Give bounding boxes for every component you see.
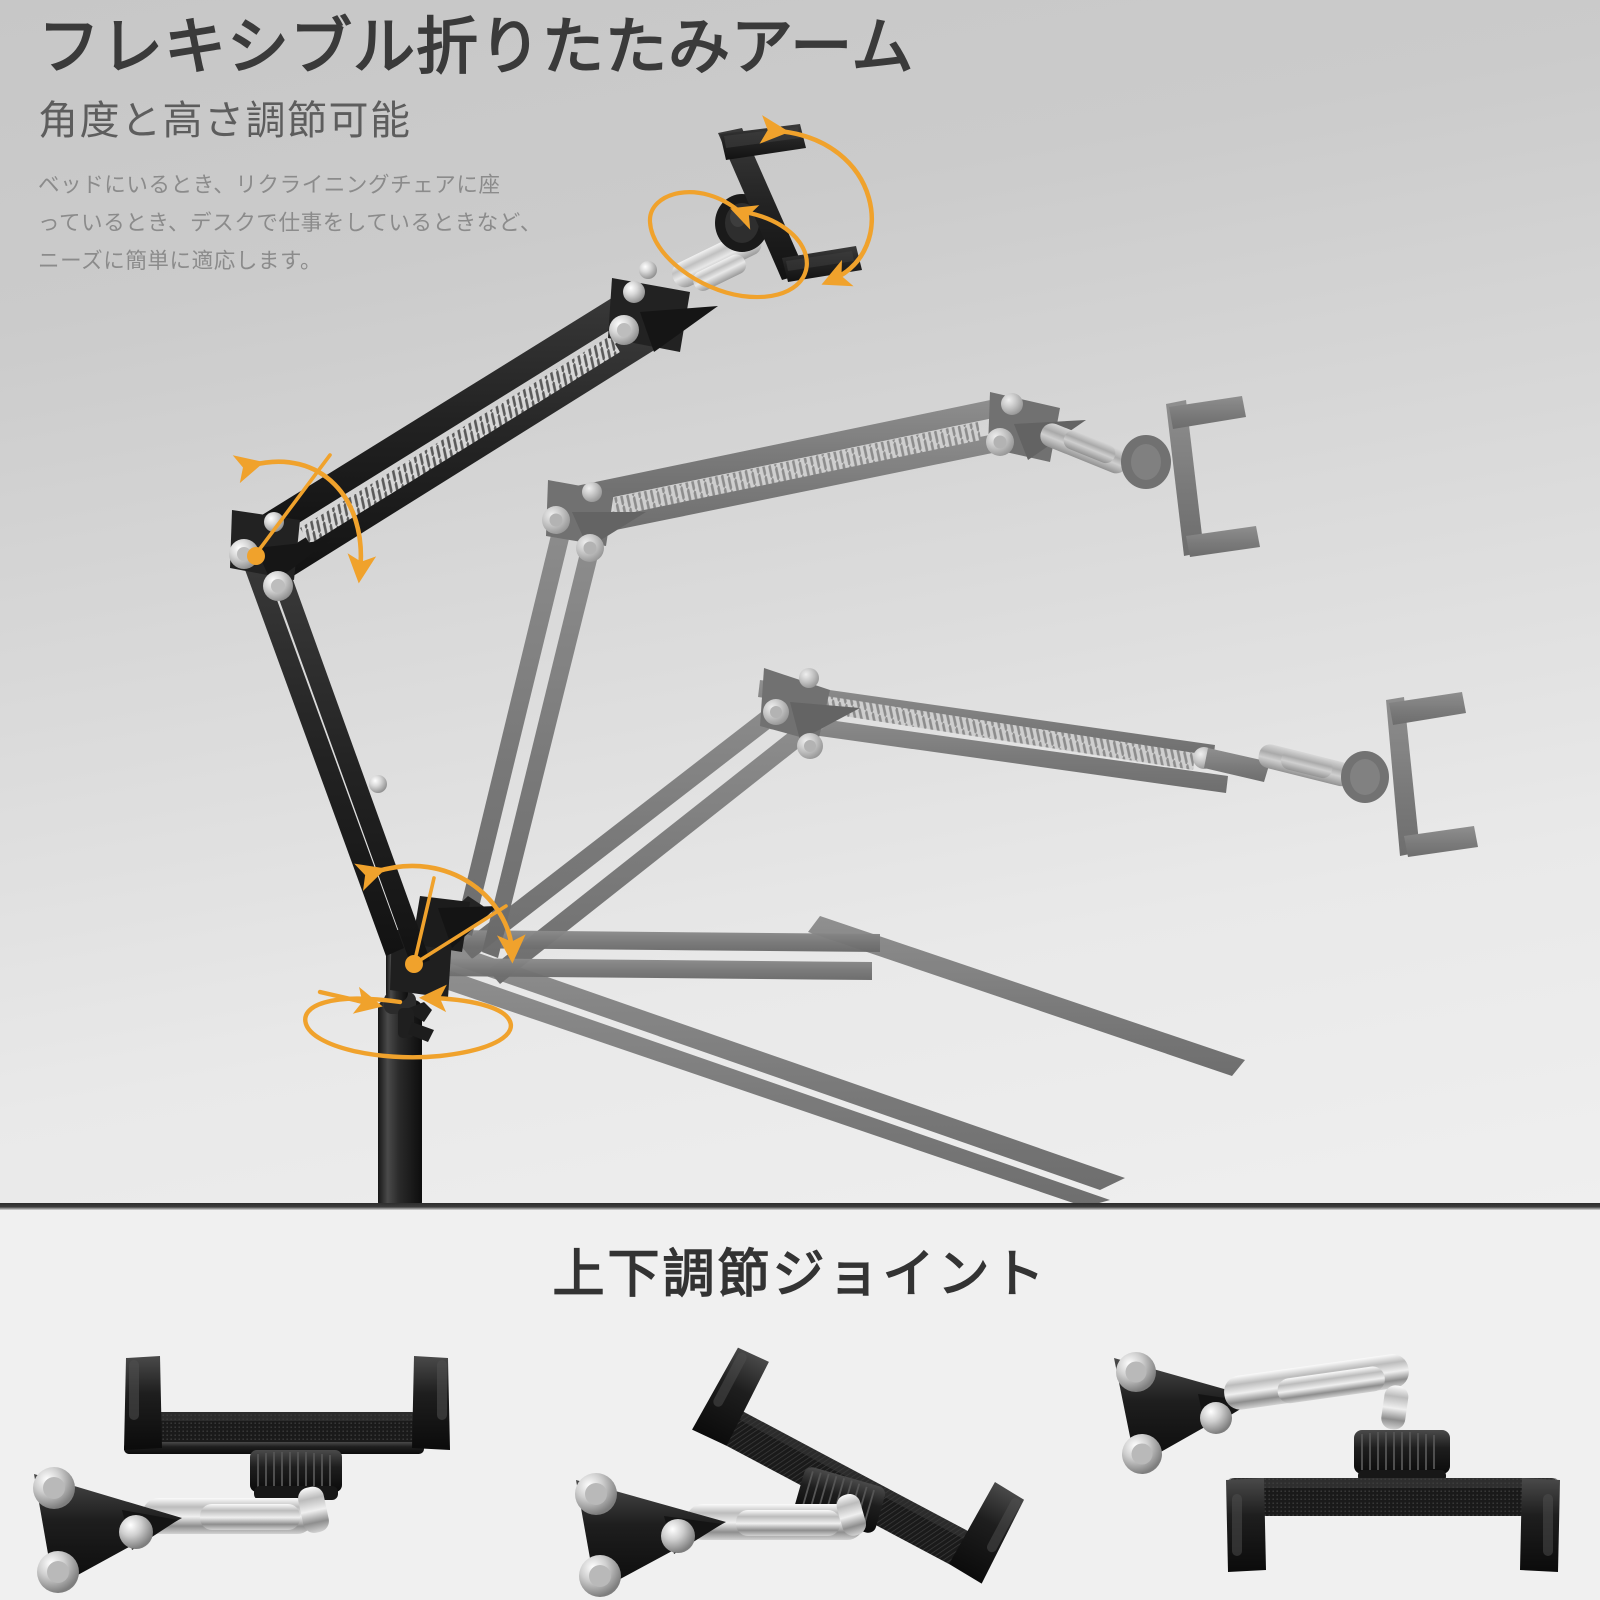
joint-photo-horizontal (10, 1322, 530, 1600)
body-copy: ベッドにいるとき、リクライニングチェアに座 っているとき、デスクで仕事をしている… (38, 167, 598, 280)
section-divider (0, 1203, 1600, 1210)
arm-position-low-ghost (404, 668, 1478, 1207)
arm-position-mid-ghost (430, 392, 1260, 980)
page-title: フレキシブル折りたたみアーム (38, 13, 915, 82)
arm-illustration (229, 115, 1478, 1207)
top-section: フレキシブル折りたたみアーム 角度と高さ調節可能 ベッドにいるとき、リクライニン… (0, 0, 1600, 1207)
body-line-3: ニーズに簡単に適応します。 (38, 248, 323, 273)
joint-photo-inverted (1060, 1322, 1590, 1600)
bottom-section: 上下調節ジョイント (0, 1210, 1600, 1600)
joint-photo-angled (540, 1322, 1050, 1600)
body-line-2: っているとき、デスクで仕事をしているときなど、 (38, 210, 543, 235)
motion-arrows (232, 115, 874, 1060)
page-subtitle: 角度と高さ調節可能 (38, 99, 412, 144)
arm-position-raised-black (229, 124, 862, 1207)
bottom-heading: 上下調節ジョイント (552, 1246, 1048, 1304)
headline-block: フレキシブル折りたたみアーム 角度と高さ調節可能 ベッドにいるとき、リクライニン… (38, 12, 1098, 280)
body-line-1: ベッドにいるとき、リクライニングチェアに座 (38, 173, 501, 198)
